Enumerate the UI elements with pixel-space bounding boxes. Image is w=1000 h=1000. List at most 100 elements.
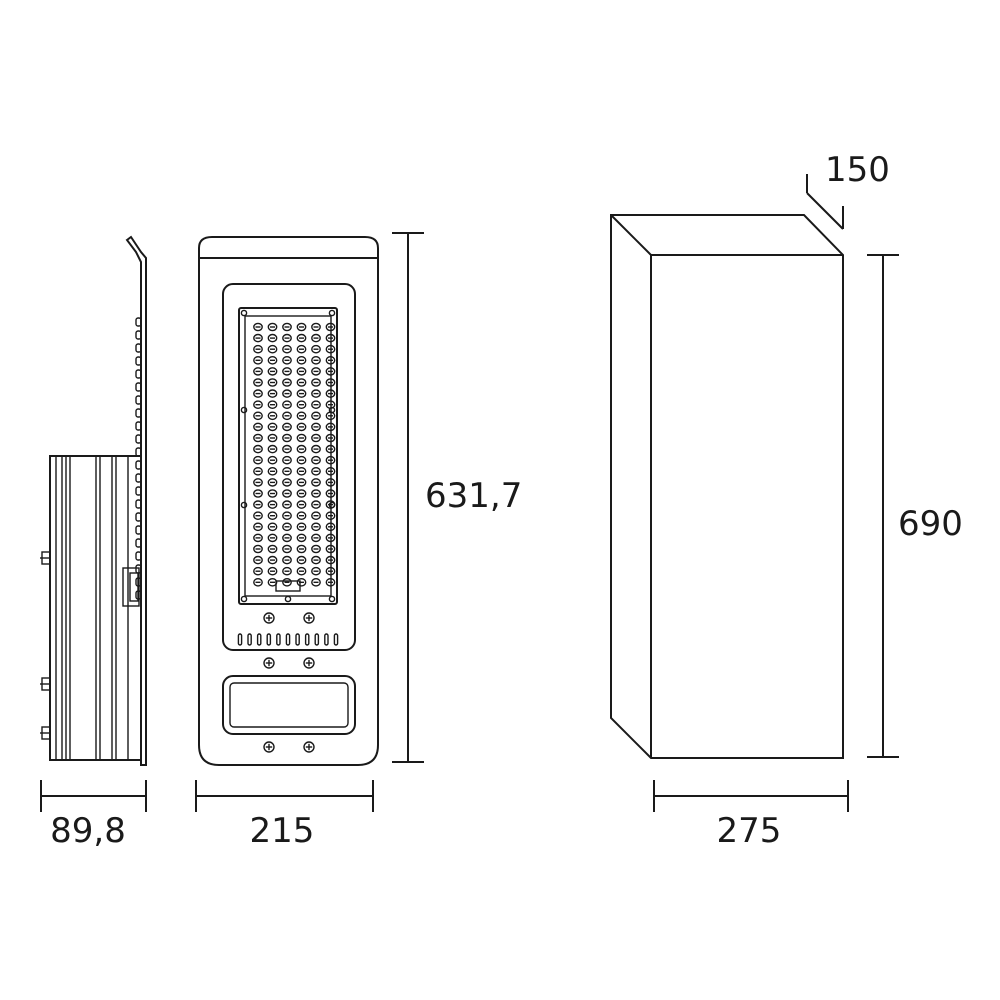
driver-cover — [222, 675, 356, 735]
box-outline — [610, 214, 844, 759]
screw-icon — [263, 657, 275, 669]
led-chip — [311, 578, 321, 587]
screw-icon — [303, 741, 315, 753]
dimension-box-depth: 150 — [806, 150, 890, 230]
led-chip — [282, 455, 292, 465]
led-chip — [267, 555, 278, 565]
heatsink-fin — [135, 356, 142, 366]
led-chip — [253, 444, 263, 454]
board-screw — [240, 406, 248, 414]
led-chip — [282, 466, 292, 476]
led-chip — [267, 544, 278, 554]
led-chip — [311, 411, 321, 421]
led-chip — [267, 322, 278, 332]
heatsink-fin — [135, 343, 142, 353]
heatsink-fin — [135, 382, 142, 392]
led-chip — [267, 367, 278, 376]
led-chip — [311, 466, 321, 476]
board-screws — [240, 309, 336, 603]
led-chip — [282, 511, 292, 521]
led-chip — [296, 322, 307, 332]
led-chip — [282, 555, 292, 565]
led-chip — [267, 478, 278, 487]
led-chip — [253, 544, 263, 554]
led-chip — [311, 444, 321, 454]
led-chip — [282, 422, 292, 432]
led-chip — [325, 533, 336, 543]
led-chip — [267, 433, 278, 443]
led-chip — [311, 500, 321, 509]
led-chip — [296, 489, 307, 498]
led-chip — [253, 344, 263, 354]
led-grid — [253, 322, 336, 587]
board-screw — [328, 595, 336, 603]
led-chip — [325, 355, 336, 365]
led-chip — [296, 478, 307, 487]
led-chip — [311, 322, 321, 332]
vent-slot — [304, 633, 310, 646]
front-height-label: 631,7 — [425, 476, 522, 516]
led-chip — [282, 400, 292, 410]
board-screw — [240, 309, 248, 317]
led-chip — [267, 500, 278, 509]
led-chip — [267, 533, 278, 543]
led-chip — [311, 422, 321, 432]
led-chip — [296, 500, 307, 509]
led-chip — [296, 466, 307, 476]
led-chip — [282, 355, 292, 365]
led-chip — [311, 344, 321, 354]
led-chip — [253, 566, 263, 576]
led-chip — [253, 489, 263, 498]
led-chip — [311, 455, 321, 465]
led-chip — [325, 333, 336, 343]
led-chip — [296, 400, 307, 410]
box-depth-label: 150 — [825, 150, 890, 190]
led-chip — [253, 511, 263, 521]
heatsink-fin — [135, 395, 142, 405]
led-chip — [296, 367, 307, 376]
led-chip — [325, 566, 336, 576]
led-chip — [311, 355, 321, 365]
led-chip — [296, 578, 307, 587]
led-chip — [282, 333, 292, 343]
led-chip — [311, 400, 321, 410]
led-chip — [282, 478, 292, 487]
board-screw — [328, 309, 336, 317]
led-chip — [253, 466, 263, 476]
led-chip — [253, 522, 263, 532]
side-bolt — [40, 677, 51, 691]
led-chip — [311, 433, 321, 443]
dimension-side-depth: 89,8 — [40, 780, 147, 851]
heatsink-fin — [135, 434, 142, 444]
led-chip — [267, 411, 278, 421]
vent-slot — [266, 633, 272, 646]
led-chip — [267, 455, 278, 465]
led-chip — [311, 566, 321, 576]
led-chip — [296, 455, 307, 465]
led-chip — [325, 455, 336, 465]
led-chip — [282, 378, 292, 387]
led-chip — [267, 522, 278, 532]
led-chip — [282, 344, 292, 354]
vent-slot — [247, 633, 252, 646]
led-chip — [325, 544, 336, 554]
led-panel-frame — [222, 283, 356, 651]
vent-slot — [314, 633, 320, 646]
vent-slot — [276, 633, 281, 646]
dimension-box-width: 275 — [653, 780, 849, 851]
led-chip — [282, 489, 292, 498]
led-chip — [296, 344, 307, 354]
led-chip — [267, 566, 278, 576]
heatsink-fin — [135, 330, 142, 340]
side-view: 89,8 — [40, 235, 147, 851]
led-chip — [282, 367, 292, 376]
led-chip — [282, 533, 292, 543]
led-chip — [267, 489, 278, 498]
led-chip — [325, 555, 336, 565]
front-screws — [263, 612, 315, 753]
led-chip — [282, 578, 292, 587]
led-chip — [267, 333, 278, 343]
led-chip — [296, 533, 307, 543]
vent-slot — [285, 633, 291, 646]
led-board — [238, 307, 338, 605]
